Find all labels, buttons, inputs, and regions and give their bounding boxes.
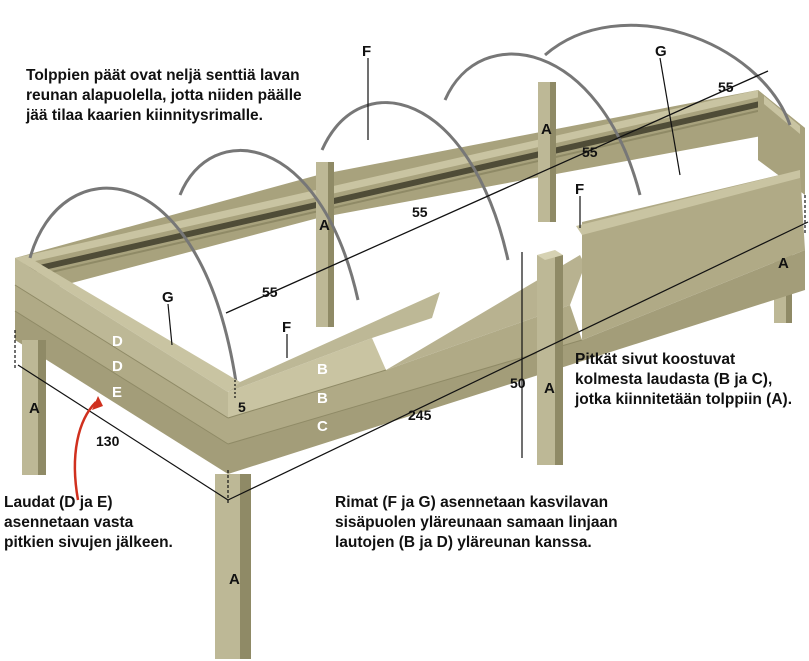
left-short-end	[14, 258, 240, 474]
label-d-middle: D	[112, 358, 123, 375]
note-bottom-center-line-1: Rimat (F ja G) asennetaan kasvilavan	[335, 494, 609, 511]
label-g-back: G	[655, 43, 667, 60]
note-bottom-left-line-2: asennetaan vasta	[4, 514, 134, 531]
note-right-line-2: kolmesta laudasta (B ja C),	[575, 371, 773, 388]
note-right-line-3: jotka kiinnitetään tolppiin (A).	[575, 391, 792, 408]
hoop-spacing-line	[225, 70, 769, 314]
label-d-top: D	[112, 333, 123, 350]
part-labels: F G F F G A A A A A A D D E B B C	[29, 43, 789, 588]
dim-offset-label: 5	[238, 399, 246, 415]
note-bottom-left-line-1: Laudat (D ja E)	[4, 494, 113, 511]
label-c: C	[317, 418, 328, 435]
note-right-line-1: Pitkät sivut koostuvat	[575, 351, 736, 368]
label-a-back-right: A	[778, 255, 789, 272]
note-top-left: Tolppien päät ovat neljä senttiä lavan r…	[26, 66, 302, 126]
dim-height-label: 50	[510, 375, 526, 391]
label-b-top: B	[317, 361, 328, 378]
dimension-lines	[14, 195, 809, 505]
dim-spacing-label-4: 55	[718, 79, 734, 95]
dim-width-label: 130	[96, 433, 120, 449]
note-right: Pitkät sivut koostuvat kolmesta laudasta…	[575, 350, 792, 410]
label-f-back: F	[362, 43, 371, 60]
dim-spacing-label-1: 55	[262, 284, 278, 300]
dim-length-label: 245	[408, 407, 432, 423]
red-arrow	[73, 396, 103, 501]
label-a-front-corner: A	[229, 571, 240, 588]
dim-spacing-label-2: 55	[412, 204, 428, 220]
note-bottom-center-line-2: sisäpuolen yläreunaan samaan linjaan	[335, 514, 618, 531]
note-bottom-left: Laudat (D ja E) asennetaan vasta pitkien…	[4, 493, 173, 553]
label-a-back-left: A	[319, 217, 330, 234]
note-top-left-line-2: reunan alapuolella, jotta niiden päälle	[26, 87, 302, 104]
dimension-labels: 245 130 50 5 55 55 55 55	[96, 79, 734, 449]
hoops	[28, 23, 792, 383]
label-a-back-mid: A	[541, 121, 552, 138]
label-f-front: F	[282, 319, 291, 336]
label-e: E	[112, 384, 122, 401]
label-a-front-left: A	[29, 400, 40, 417]
dim-spacing-label-3: 55	[582, 144, 598, 160]
label-a-front-mid: A	[544, 380, 555, 397]
label-g-left: G	[162, 289, 174, 306]
note-top-left-line-1: Tolppien päät ovat neljä senttiä lavan	[26, 67, 300, 84]
note-bottom-center: Rimat (F ja G) asennetaan kasvilavan sis…	[335, 493, 618, 553]
note-top-left-line-3: jää tilaa kaarien kiinnitysrimalle.	[26, 107, 263, 124]
part-leaders	[167, 57, 681, 358]
label-b-middle: B	[317, 390, 328, 407]
note-bottom-center-line-3: lautojen (B ja D) yläreunan kanssa.	[335, 534, 592, 551]
label-f-right: F	[575, 181, 584, 198]
note-bottom-left-line-3: pitkien sivujen jälkeen.	[4, 534, 173, 551]
back-long-side	[15, 90, 805, 298]
front-posts	[22, 250, 563, 659]
